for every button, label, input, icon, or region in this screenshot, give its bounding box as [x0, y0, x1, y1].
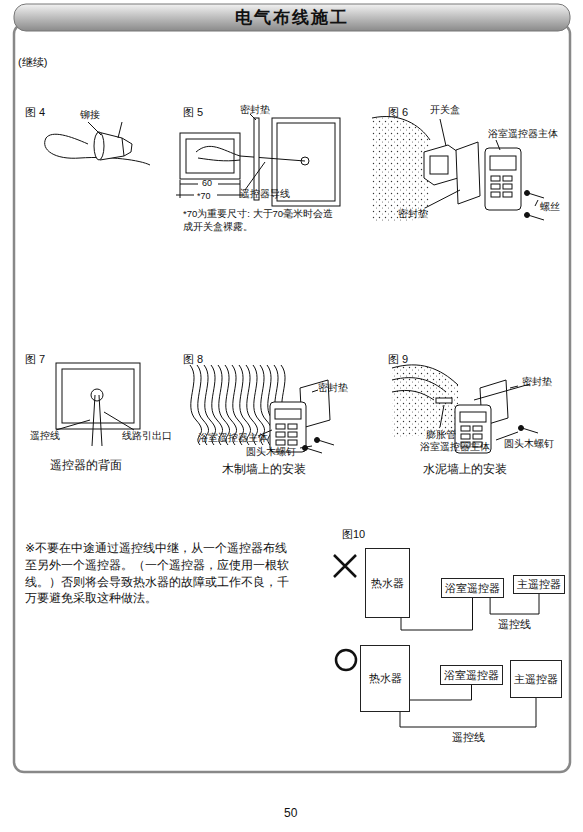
- box-text: 浴室遥控器: [445, 581, 500, 596]
- button: [503, 176, 512, 181]
- button: [276, 432, 285, 437]
- callout-label: 螺丝: [540, 201, 560, 213]
- box-text: 热水器: [369, 671, 402, 686]
- callout-label: 线路引出口: [122, 430, 172, 442]
- button: [288, 424, 297, 429]
- button: [276, 424, 285, 429]
- device-box: 主遥控器: [510, 660, 562, 698]
- callout-label: ※不要在中途通过遥控线中继，从一个遥控器布线至另外一个遥控器。（一个遥控器，应使…: [25, 540, 293, 607]
- callout-label: 浴室遥控器主体: [488, 128, 558, 140]
- device-box: 热水器: [360, 645, 410, 712]
- wrong-mark: [334, 555, 356, 577]
- wood-wall-figure: [190, 365, 334, 453]
- callout-label: 图 6: [388, 106, 408, 119]
- callout-label: 水泥墙上的安装: [423, 462, 507, 476]
- box-text: 主遥控器: [514, 672, 558, 687]
- callout-label: 木制墙上的安装: [222, 462, 306, 476]
- remote-cable: [401, 598, 473, 630]
- callout-label: 密封垫: [522, 376, 552, 388]
- button: [473, 434, 482, 439]
- remote-cable: [410, 685, 472, 700]
- button: [491, 176, 500, 181]
- correct-mark: [336, 650, 356, 670]
- cable-label: 遥控线: [496, 617, 533, 632]
- callout-label: 图10: [342, 528, 365, 541]
- callout-label: 圆头木螺钉: [246, 446, 296, 458]
- device-box: 浴室遥控器: [441, 578, 504, 598]
- callout-label: 遥控线: [30, 430, 60, 442]
- device-box: 热水器: [365, 548, 410, 618]
- callout-label: *70为重要尺寸: 大于70毫米时会造成开关盒裸露。: [183, 207, 335, 234]
- callout-label: 图 7: [25, 353, 45, 366]
- callout-label: 密封垫: [240, 104, 270, 116]
- callout-label: 密封垫: [318, 382, 348, 394]
- callout-label: 图 9: [388, 353, 408, 366]
- callout-label: 铆接: [80, 109, 100, 121]
- callout-label: 膨胀管: [426, 429, 456, 441]
- callout-label: 开关盒: [430, 104, 460, 116]
- button: [288, 440, 297, 445]
- callout-label: (继续): [18, 56, 47, 69]
- button: [491, 192, 500, 197]
- box-text: 热水器: [371, 576, 404, 591]
- crimp-figure: [45, 122, 150, 165]
- box-text: 主遥控器: [517, 577, 561, 592]
- switch-box-figure: [176, 114, 340, 206]
- button: [473, 426, 482, 431]
- button: [503, 192, 512, 197]
- callout-label: 图 4: [25, 106, 45, 119]
- callout-label: 图 5: [183, 106, 203, 119]
- callout-label: 图 8: [183, 353, 203, 366]
- callout-label: 遥控器导线: [240, 188, 290, 200]
- cable-label: 遥控线: [450, 730, 487, 745]
- callout-label: 60: [202, 178, 212, 189]
- title-band: [14, 4, 570, 31]
- button: [503, 184, 512, 189]
- button: [491, 184, 500, 189]
- button: [461, 426, 470, 431]
- box-text: 浴室遥控器: [444, 668, 499, 683]
- callout-label: 遥控器的背面: [50, 458, 122, 472]
- page-title: 电气布线施工: [14, 5, 570, 30]
- callout-label: *70: [197, 191, 211, 202]
- device-box: 主遥控器: [513, 575, 565, 594]
- callout-label: 密封垫: [398, 208, 428, 220]
- callout-label: 50: [284, 806, 297, 820]
- button: [288, 432, 297, 437]
- callout-label: 浴室遥控器主体: [420, 441, 490, 453]
- button: [276, 440, 285, 445]
- remote-cable: [400, 698, 536, 727]
- callout-label: 圆头木螺钉: [504, 438, 554, 450]
- button: [461, 434, 470, 439]
- device-box: 浴室遥控器: [440, 665, 503, 685]
- callout-label: 浴室遥控器主体: [198, 432, 268, 444]
- page-frame: [14, 24, 570, 772]
